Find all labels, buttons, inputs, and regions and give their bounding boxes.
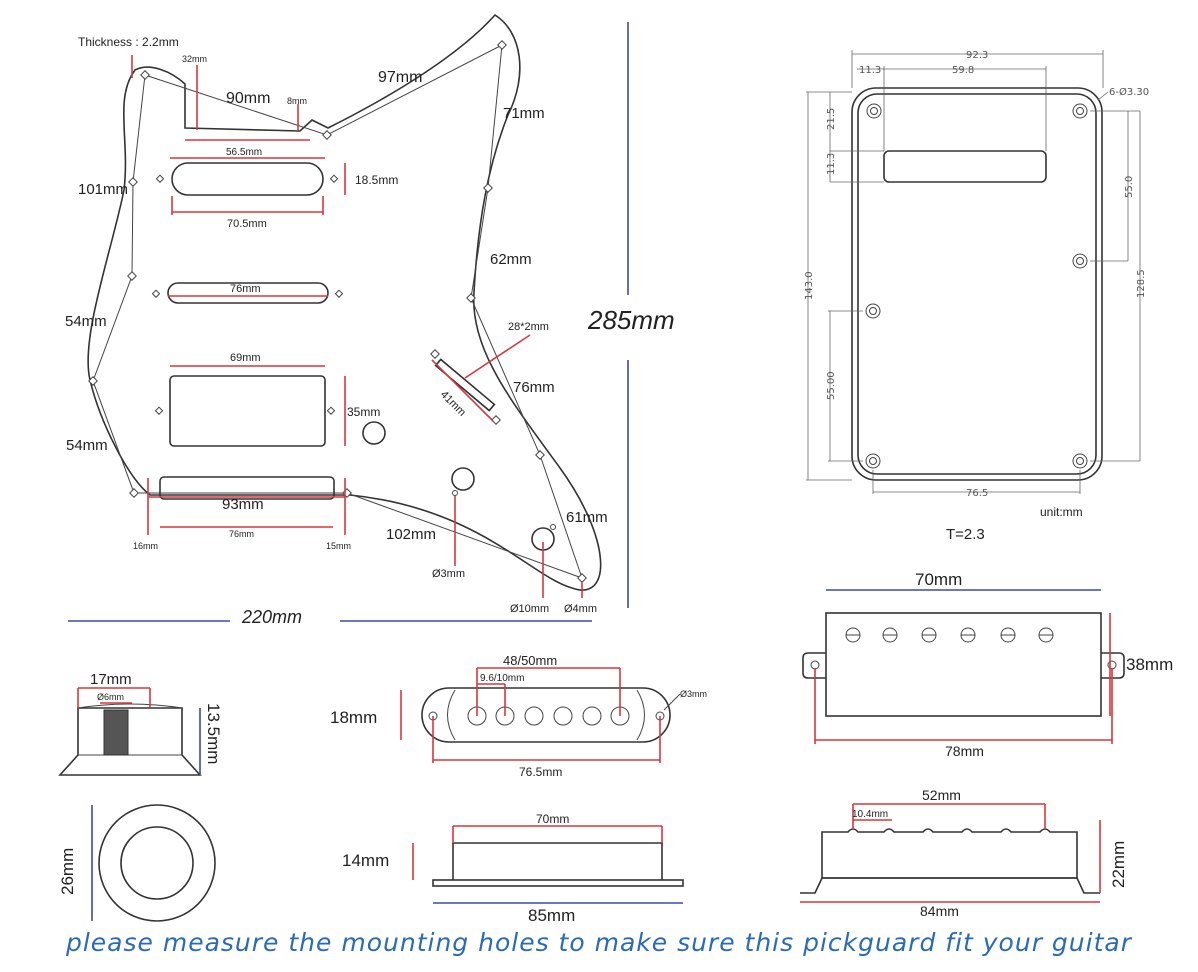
dim-label: 97mm	[378, 69, 422, 86]
dim-label: 28*2mm	[508, 321, 549, 333]
pole-screws	[845, 627, 1054, 643]
dim-label: Ø6mm	[97, 692, 124, 702]
dim-label: 14mm	[342, 851, 389, 870]
dim-label: 41mm	[438, 389, 468, 419]
dim-label: 55.0	[1124, 176, 1135, 198]
dim-label: 92.3	[966, 50, 988, 61]
knob-side-view: 17mm Ø6mm 13.5mm	[58, 671, 223, 776]
backplate-screw-holes	[865, 103, 1088, 469]
thickness-label: T=2.3	[946, 526, 985, 543]
humbucker-cutout	[169, 375, 326, 447]
dim-label: 143.0	[804, 271, 815, 300]
dim-label: 15mm	[326, 541, 351, 551]
dim-label: 93mm	[222, 496, 264, 513]
screw-hole-path	[92, 44, 583, 579]
overall-width-label: 220mm	[241, 607, 302, 627]
pickguard-drawing	[87, 13, 602, 591]
dim-label: 9.6/10mm	[480, 673, 524, 684]
dim-label: Ø4mm	[564, 603, 597, 615]
dim-label: 22mm	[1109, 841, 1128, 888]
dim-label: 48/50mm	[503, 653, 557, 668]
overall-dimension-lines	[68, 22, 629, 622]
dim-label: 76mm	[230, 283, 261, 295]
dim-label: 76mm	[513, 379, 555, 396]
pickguard-outline	[87, 13, 602, 591]
dim-label: 102mm	[386, 526, 436, 543]
middle-pickup-cutout	[167, 282, 329, 304]
humbucker-top-view: 70mm 38mm 78mm	[802, 570, 1173, 759]
dim-label: 13.5mm	[204, 703, 223, 764]
dim-label: 78mm	[945, 743, 984, 759]
dim-label: 70.5mm	[227, 218, 267, 230]
dim-label: 59.8	[952, 65, 974, 76]
dim-label: 56.5mm	[226, 147, 262, 158]
dim-label: 11.3	[859, 65, 881, 76]
overall-height-label: 285mm	[587, 305, 675, 335]
dim-label: 18.5mm	[355, 173, 398, 187]
dim-label: 17mm	[90, 671, 132, 688]
single-coil-side-view: 70mm 14mm 85mm	[342, 812, 684, 925]
dim-label: 54mm	[66, 437, 108, 454]
dim-label: 84mm	[920, 903, 959, 919]
dim-label: 85mm	[528, 906, 575, 925]
dim-label: 35mm	[347, 405, 380, 419]
dim-label: 26mm	[58, 848, 77, 895]
thickness-label: Thickness : 2.2mm	[78, 35, 179, 49]
dim-label: 11.3	[826, 153, 837, 175]
dim-label: 90mm	[226, 90, 270, 107]
dim-label: 70mm	[915, 570, 962, 589]
dim-label: 10.4mm	[852, 809, 888, 820]
dim-label: 76mm	[229, 529, 254, 539]
pickguard-labels: Thickness : 2.2mm 32mm 90mm 8mm 97mm 71m…	[65, 35, 675, 627]
dim-label: 21.5	[826, 108, 837, 130]
dim-label: 16mm	[133, 541, 158, 551]
dim-label: Ø3mm	[680, 689, 707, 699]
knob-hole-2	[451, 467, 475, 491]
bridge-pickup-cutout	[159, 476, 335, 500]
dim-label: 76.5mm	[519, 765, 562, 779]
single-coil-top-view: 48/50mm 9.6/10mm Ø3mm 18mm 76.5mm	[330, 653, 707, 779]
dim-label: 76.5	[966, 488, 988, 499]
dim-label: 54mm	[65, 313, 107, 330]
dim-label: 38mm	[1126, 655, 1173, 674]
dim-label: 18mm	[330, 708, 377, 727]
dim-label: 55.00	[826, 371, 837, 400]
unit-label: unit:mm	[1040, 505, 1083, 519]
dim-label: 61mm	[566, 509, 608, 526]
dim-label: Ø3mm	[432, 568, 465, 580]
humbucker-side-view: 52mm 10.4mm 22mm 84mm	[800, 787, 1128, 919]
screw-holes	[88, 40, 587, 583]
dim-label: 128.5	[1136, 269, 1147, 298]
backplate-dimension-lines	[806, 50, 1141, 494]
knob-top-view: 26mm	[58, 804, 216, 922]
dim-label: 32mm	[182, 54, 207, 64]
dim-label: Ø10mm	[510, 603, 549, 615]
backplate-labels: 92.3 11.3 59.8 6-Ø3.30 21.5 11.3 143.0 5…	[804, 50, 1149, 543]
dim-label: 69mm	[230, 352, 261, 364]
caption: please measure the mounting holes to mak…	[65, 928, 1132, 957]
dim-label: 71mm	[503, 105, 545, 122]
pickguard-red-dimensions	[131, 55, 583, 598]
backplate-drawing: 92.3 11.3 59.8 6-Ø3.30 21.5 11.3 143.0 5…	[804, 50, 1149, 543]
dim-label: 8mm	[287, 96, 307, 106]
dim-label: 62mm	[490, 251, 532, 268]
dim-label: 101mm	[78, 181, 128, 198]
dim-label: 52mm	[922, 787, 961, 803]
switch-slot	[434, 358, 496, 412]
neck-pickup-cutout	[171, 162, 324, 196]
knob-hole-1	[362, 421, 386, 445]
dim-label: 70mm	[536, 812, 569, 826]
dim-label: 6-Ø3.30	[1109, 86, 1149, 98]
